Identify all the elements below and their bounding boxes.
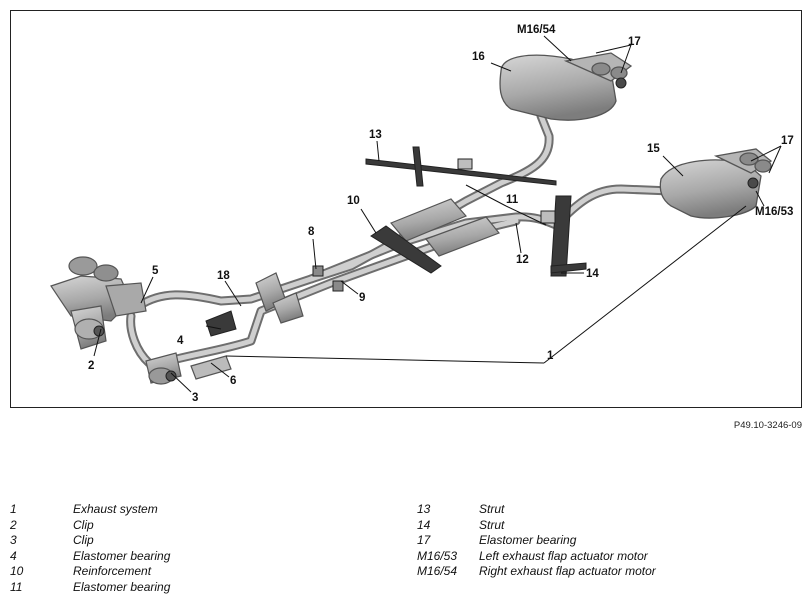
exhaust-system-illustration: 1 2 3 4 5 6 8 9 10 11 12 13 14 15 16 17 … bbox=[50, 24, 794, 404]
legend-code: 14 bbox=[417, 517, 431, 532]
legend-code: 17 bbox=[417, 533, 431, 548]
legend-code: 1 bbox=[10, 502, 17, 516]
legend-row: M16/53 Left exhaust flap actuator motor bbox=[417, 549, 656, 565]
callout-17-right: 17 bbox=[628, 36, 641, 48]
legend-label: Elastomer bearing bbox=[73, 579, 171, 594]
legend-row: 14 Strut bbox=[417, 518, 656, 534]
legend-code: 11 bbox=[10, 579, 23, 594]
legend-row: 4 Elastomer bearing bbox=[10, 549, 170, 565]
legend-code: 4 bbox=[10, 548, 17, 563]
legend-label: Elastomer bearing bbox=[73, 548, 171, 563]
legend-row: 17 Elastomer bearing bbox=[417, 533, 656, 549]
legend-row: 13 Strut bbox=[417, 502, 656, 518]
legend-row: 11 Elastomer bearing bbox=[10, 580, 170, 596]
callout-m16-53: M16/53 bbox=[755, 206, 793, 218]
legend-code: M16/54 bbox=[417, 564, 458, 579]
legend-label: Elastomer bearing bbox=[479, 533, 577, 548]
legend-label: Strut bbox=[479, 502, 505, 516]
callout-18: 18 bbox=[217, 270, 230, 282]
legend-label: Exhaust system bbox=[73, 502, 158, 516]
callout-6: 6 bbox=[230, 375, 236, 387]
leader-lines bbox=[93, 35, 782, 393]
callout-4: 4 bbox=[177, 335, 184, 347]
legend-row: 3 Clip bbox=[10, 533, 170, 549]
legend-label: Reinforcement bbox=[73, 564, 152, 579]
callout-13: 13 bbox=[369, 129, 382, 141]
callout-15: 15 bbox=[647, 143, 660, 155]
diagram-frame: 1 2 3 4 5 6 8 9 10 11 12 13 14 15 16 17 … bbox=[10, 10, 802, 408]
figure-reference: P49.10-3246-09 bbox=[733, 420, 802, 431]
rear-mufflers bbox=[499, 52, 773, 219]
callout-16: 16 bbox=[472, 51, 485, 63]
callout-10: 10 bbox=[347, 195, 360, 207]
legend-code: M16/53 bbox=[417, 548, 458, 563]
struts-and-brackets bbox=[93, 77, 759, 382]
legend-code: 3 bbox=[10, 533, 17, 548]
callout-12: 12 bbox=[516, 254, 529, 266]
legend-label: Strut bbox=[479, 517, 505, 532]
legend-label: Clip bbox=[73, 517, 94, 532]
center-mufflers bbox=[255, 198, 500, 324]
callout-labels: 1 2 3 4 5 6 8 9 10 11 12 13 14 15 16 17 … bbox=[88, 24, 794, 404]
callout-11: 11 bbox=[506, 194, 519, 206]
callout-3: 3 bbox=[192, 392, 198, 404]
callout-1: 1 bbox=[547, 350, 554, 362]
callout-17-left: 17 bbox=[781, 135, 794, 147]
callout-m16-54: M16/54 bbox=[517, 24, 556, 36]
legend-row: M16/54 Right exhaust flap actuator motor bbox=[417, 564, 656, 580]
legend-row: 2 Clip bbox=[10, 518, 170, 534]
callout-14: 14 bbox=[586, 268, 599, 280]
legend-label: Left exhaust flap actuator motor bbox=[479, 548, 648, 563]
catalytic-converters bbox=[50, 256, 232, 385]
callout-9: 9 bbox=[359, 292, 365, 304]
legend-code: 10 bbox=[10, 564, 24, 579]
legend-row: 1 Exhaust system bbox=[10, 502, 170, 518]
legend-code: 13 bbox=[417, 502, 431, 516]
legend-label: Right exhaust flap actuator motor bbox=[479, 564, 656, 579]
callout-8: 8 bbox=[308, 226, 315, 238]
legend-code: 2 bbox=[10, 517, 17, 532]
callout-2: 2 bbox=[88, 360, 94, 372]
legend-row: 10 Reinforcement bbox=[10, 564, 170, 580]
callout-5: 5 bbox=[152, 265, 159, 277]
legend-label: Clip bbox=[73, 533, 94, 548]
